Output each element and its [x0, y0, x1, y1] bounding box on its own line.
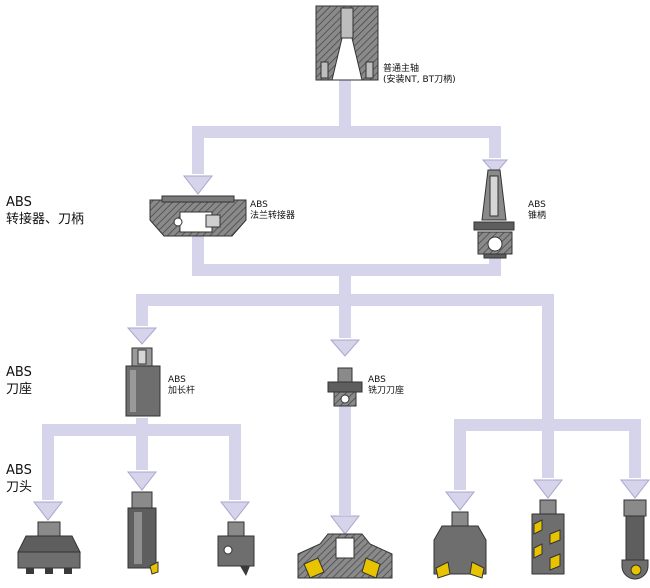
arrow-down-icon: [619, 479, 650, 499]
spindle-icon: [315, 5, 379, 81]
extension-holder-icon: [125, 347, 161, 417]
arrow-down-icon: [219, 501, 251, 521]
face-mill-icon: [17, 521, 81, 574]
path-adapters-merge: [192, 225, 501, 296]
arrow-down-icon: [126, 327, 158, 345]
milling-holder-icon: [327, 367, 363, 407]
path-holder-to-heads: [42, 418, 241, 500]
path-to-holders: [136, 294, 554, 425]
milling-holder-label: ABS: [368, 375, 386, 385]
level-holder-text: 刀座: [6, 382, 33, 397]
level-head-abs: ABS: [6, 463, 32, 478]
taper-shank-label: ABS: [528, 200, 546, 210]
milling-holder-sublabel: 铣刀刀座: [368, 384, 404, 396]
level-adapter-text: 转接器、刀柄: [6, 212, 85, 227]
flange-adapter-icon: [149, 195, 247, 237]
flange-adapter-sublabel: 法兰转接器: [250, 209, 295, 221]
spindle-label: 普通主轴: [383, 62, 419, 74]
ball-nose-mill-icon: [621, 499, 649, 580]
arrow-down-icon: [126, 471, 158, 491]
flange-adapter-label: ABS: [250, 200, 268, 210]
arrow-down-icon: [444, 491, 476, 511]
arrow-down-icon: [32, 501, 64, 521]
extension-holder-sublabel: 加长杆: [168, 384, 195, 396]
boring-head-icon: [217, 521, 255, 576]
extension-holder-label: ABS: [168, 375, 186, 385]
arrow-down-icon: [532, 479, 564, 499]
arrow-down-icon: [182, 175, 214, 195]
path-to-right-heads: [454, 419, 641, 490]
taper-shank-sublabel: 锥柄: [528, 209, 546, 221]
arrow-down-icon: [329, 339, 361, 357]
level-adapter-abs: ABS: [6, 195, 32, 210]
end-mill-icon: [127, 491, 159, 575]
level-head-text: 刀头: [6, 480, 33, 495]
level-adapter-label: ABS 转接器、刀柄: [6, 194, 84, 228]
level-holder-label: ABS 刀座: [6, 364, 32, 398]
helical-mill-icon: [531, 499, 565, 575]
arrow-down-icon: [481, 159, 509, 175]
level-holder-abs: ABS: [6, 365, 32, 380]
indexable-face-mill-icon: [433, 511, 487, 579]
arrow-down-icon: [329, 515, 361, 535]
spindle-sublabel: (安装NT, BT刀柄): [383, 73, 456, 85]
path-spindle-to-adapters: [192, 78, 501, 174]
connector-paths: [42, 78, 641, 515]
large-face-mill-icon: [297, 533, 393, 579]
connector-arrows: [32, 159, 650, 535]
taper-shank-icon: [473, 169, 515, 259]
level-head-label: ABS 刀头: [6, 462, 32, 496]
